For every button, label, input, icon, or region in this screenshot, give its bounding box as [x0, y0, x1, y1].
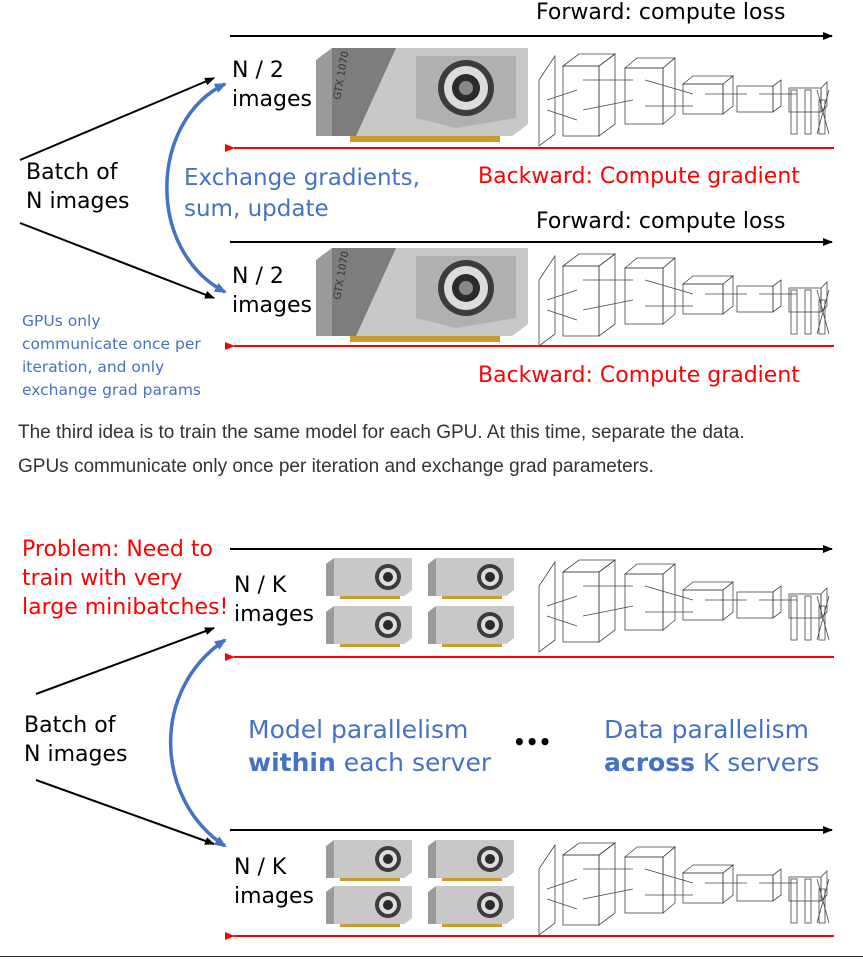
paragraph-line: The third idea is to train the same mode…	[18, 422, 745, 443]
problem-line: Problem: Need to	[22, 537, 213, 562]
cnn-diagram-3	[538, 559, 830, 653]
data-parallel-line1: Data parallelism	[604, 715, 809, 744]
data-parallel-rest: K servers	[694, 748, 820, 777]
cnn-diagram-2	[538, 253, 830, 347]
section-divider	[0, 956, 863, 957]
data-parallel-bold: across	[604, 748, 695, 777]
gpu-small-group-1	[326, 558, 514, 647]
half-images-label-2: N / 2 images	[232, 262, 312, 320]
gpu-card-2: GTX 1070	[316, 248, 528, 342]
batch-line1: Batch of	[26, 160, 118, 185]
ellipsis: •••	[513, 730, 552, 754]
model-parallel-bold: within	[248, 748, 336, 777]
forward-label-1: Forward: compute loss	[536, 0, 786, 25]
batch-arrow-up	[19, 77, 215, 161]
problem-line: train with very	[22, 566, 183, 591]
data-parallelism-label: Data parallelism across K servers	[604, 713, 819, 779]
cnn-diagram-4	[538, 842, 830, 936]
half-images-line1: N / 2	[232, 58, 284, 83]
model-parallel-line2: within each server	[248, 746, 491, 779]
model-parallelism-label: Model parallelism within each server	[248, 713, 491, 779]
problem-label: Problem: Need to train with very large m…	[22, 535, 228, 622]
forward-label-2: Forward: compute loss	[536, 209, 786, 234]
note-line: GPUs only	[22, 312, 101, 330]
backward-label-1: Backward: Compute gradient	[478, 164, 800, 189]
cnn-diagram-1	[538, 53, 830, 147]
data-parallel-line2: across K servers	[604, 746, 819, 779]
half-images-line2: images	[232, 293, 312, 318]
k-images-line2: images	[234, 602, 314, 627]
exchange-curve-2	[168, 638, 227, 848]
explanation-paragraph: The third idea is to train the same mode…	[18, 416, 858, 484]
note-line: iteration, and only	[22, 358, 165, 376]
batch-label-2: Batch of N images	[24, 711, 127, 769]
half-images-label-1: N / 2 images	[232, 56, 312, 114]
half-images-line2: images	[232, 87, 312, 112]
exchange-line2: sum, update	[184, 196, 329, 222]
k-images-line1: N / K	[234, 573, 287, 598]
gpu-comm-note: GPUs only communicate once per iteration…	[22, 310, 201, 402]
half-images-line1: N / 2	[232, 264, 284, 289]
batch-line2: N images	[24, 742, 128, 767]
model-parallel-line1: Model parallelism	[248, 715, 469, 744]
exchange-gradients-label: Exchange gradients, sum, update	[184, 163, 420, 225]
batch-line1: Batch of	[24, 713, 116, 738]
paragraph-line: GPUs communicate only once per iteration…	[18, 456, 654, 477]
problem-line: large minibatches!	[22, 595, 229, 620]
batch-line2: N images	[26, 189, 130, 214]
batch-arrow-down-2	[35, 779, 215, 845]
backward-label-2: Backward: Compute gradient	[478, 363, 800, 388]
k-images-label-1: N / K images	[234, 571, 314, 629]
note-line: communicate once per	[22, 335, 201, 353]
k-images-line1: N / K	[234, 855, 287, 880]
model-parallel-rest: each server	[335, 748, 492, 777]
gpu-small-group-2	[326, 840, 514, 927]
exchange-line1: Exchange gradients,	[184, 165, 420, 191]
k-images-line2: images	[234, 884, 314, 909]
exchange-curve	[165, 82, 227, 294]
gpu-card-1: GTX 1070	[316, 48, 528, 142]
batch-arrow-down	[19, 222, 215, 299]
note-line: exchange grad params	[22, 381, 201, 399]
batch-arrow-up-2	[35, 627, 215, 695]
batch-label-1: Batch of N images	[26, 158, 129, 216]
k-images-label-2: N / K images	[234, 853, 314, 911]
